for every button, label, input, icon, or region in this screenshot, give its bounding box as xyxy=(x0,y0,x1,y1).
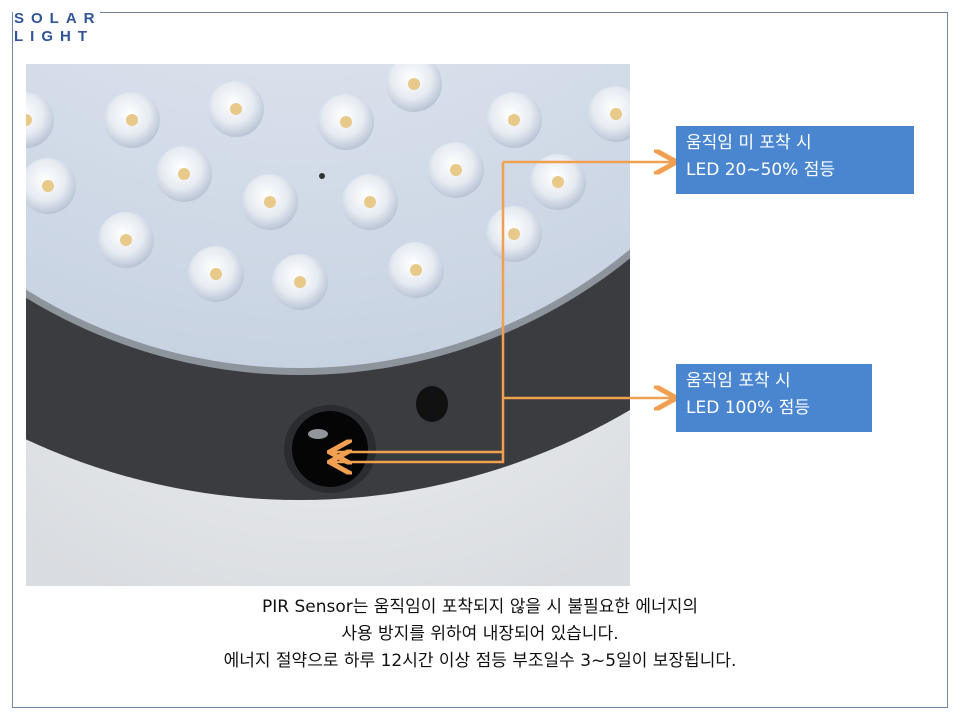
logo: SOLAR LIGHT xyxy=(14,10,102,46)
led-chip xyxy=(340,116,352,128)
caption: PIR Sensor는 움직임이 포착되지 않을 시 불필요한 에너지의 사용 … xyxy=(0,594,960,675)
led-chip xyxy=(410,264,422,276)
led-panel xyxy=(26,64,630,368)
callout-2-line-1: 움직임 포착 시 xyxy=(686,371,791,391)
light-sensor xyxy=(416,386,448,422)
led-chip xyxy=(450,164,462,176)
caption-line-1: PIR Sensor는 움직임이 포착되지 않을 시 불필요한 에너지의 xyxy=(262,597,698,617)
header-divider xyxy=(100,12,948,13)
led-chip xyxy=(230,103,242,115)
led-array xyxy=(26,64,630,310)
callout-1-line-1: 움직임 미 포착 시 xyxy=(686,133,812,153)
slide-frame-left xyxy=(12,62,13,708)
arrow-to-sensor-1 xyxy=(332,162,505,462)
product-photo xyxy=(26,64,630,586)
logo-line-2: LIGHT xyxy=(14,28,94,45)
led-chip xyxy=(364,196,376,208)
caption-line-3: 에너지 절약으로 하루 12시간 이상 점등 부조일수 3~5일이 보장됩니다. xyxy=(223,651,737,671)
logo-line-1: SOLAR xyxy=(14,10,102,27)
led-lens xyxy=(588,86,630,142)
callout-2-line-2: LED 100% 점등 xyxy=(686,398,810,418)
led-chip xyxy=(508,228,520,240)
led-chip xyxy=(552,176,564,188)
led-chip xyxy=(408,78,420,90)
led-lens xyxy=(26,92,54,148)
led-chip xyxy=(26,114,32,126)
callout-no-motion: 움직임 미 포착 시 LED 20~50% 점등 xyxy=(676,126,914,194)
caption-line-2: 사용 방지를 위하여 내장되어 있습니다. xyxy=(341,624,619,644)
led-chip xyxy=(610,108,622,120)
led-chip xyxy=(120,234,132,246)
callout-motion: 움직임 포착 시 LED 100% 점등 xyxy=(676,364,872,432)
led-chip xyxy=(42,180,54,192)
led-chip xyxy=(508,114,520,126)
led-chip xyxy=(264,196,276,208)
led-chip xyxy=(178,168,190,180)
led-chip xyxy=(294,276,306,288)
callout-1-line-2: LED 20~50% 점등 xyxy=(686,160,836,180)
led-chip xyxy=(210,268,222,280)
led-chip xyxy=(126,114,138,126)
